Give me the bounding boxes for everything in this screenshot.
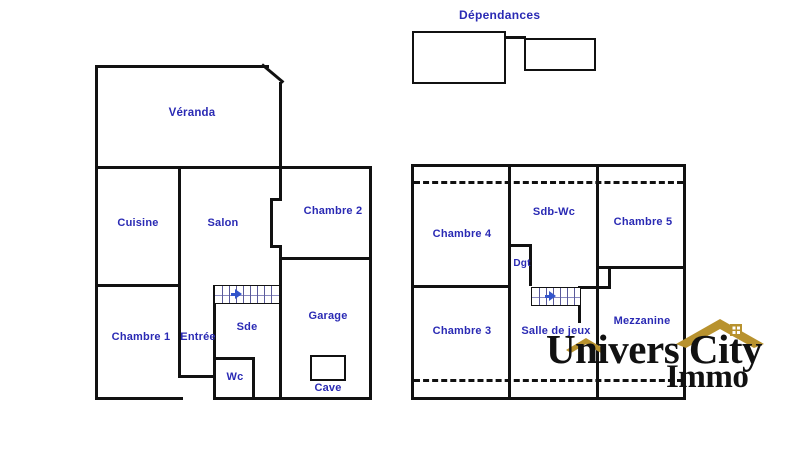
room-label-salle-de-jeux: Salle de jeux xyxy=(521,325,591,337)
room-label-chambre4: Chambre 4 xyxy=(432,228,492,240)
room-label-cave: Cave xyxy=(314,382,342,394)
room-label-mezzanine: Mezzanine xyxy=(613,315,671,327)
ground-stair-direction-tail xyxy=(231,293,237,296)
house-roof-icon xyxy=(676,319,764,348)
room-label-wc: Wc xyxy=(226,371,244,383)
room-label-entree: Entrée xyxy=(180,331,216,343)
room-label-cuisine: Cuisine xyxy=(117,217,159,229)
upper-stair-direction-tail xyxy=(545,295,551,298)
ground-stair-direction-arrow xyxy=(235,289,242,299)
room-label-garage: Garage xyxy=(308,310,348,322)
house-roof-small-icon xyxy=(566,338,606,353)
ground-staircase xyxy=(214,285,280,304)
room-label-salon: Salon xyxy=(207,217,239,229)
logo-text-secondary: Immo xyxy=(666,359,749,395)
upper-roof-line-bottom xyxy=(414,379,683,382)
room-label-chambre2: Chambre 2 xyxy=(303,205,363,217)
room-label-chambre1: Chambre 1 xyxy=(111,331,171,343)
room-label-chambre3: Chambre 3 xyxy=(432,325,492,337)
agency-logo: Univers City Immo xyxy=(546,319,796,400)
annex-building-right xyxy=(524,38,596,71)
room-label-sde: Sde xyxy=(236,321,258,333)
upper-stair-direction-arrow xyxy=(549,291,556,301)
room-label-chambre5: Chambre 5 xyxy=(613,216,673,228)
room-label-dgt: Dgt xyxy=(513,258,531,269)
annex-title: Dépendances xyxy=(459,8,541,22)
upper-roof-line-top xyxy=(414,181,683,184)
upper-staircase xyxy=(531,287,581,306)
annex-connector-wall xyxy=(504,36,526,39)
room-label-veranda: Véranda xyxy=(168,107,216,119)
logo-text-primary: Univers City xyxy=(546,326,763,372)
room-label-sdb-wc: Sdb-Wc xyxy=(532,206,576,218)
annex-building-left xyxy=(412,31,506,84)
cave-box xyxy=(310,355,346,381)
